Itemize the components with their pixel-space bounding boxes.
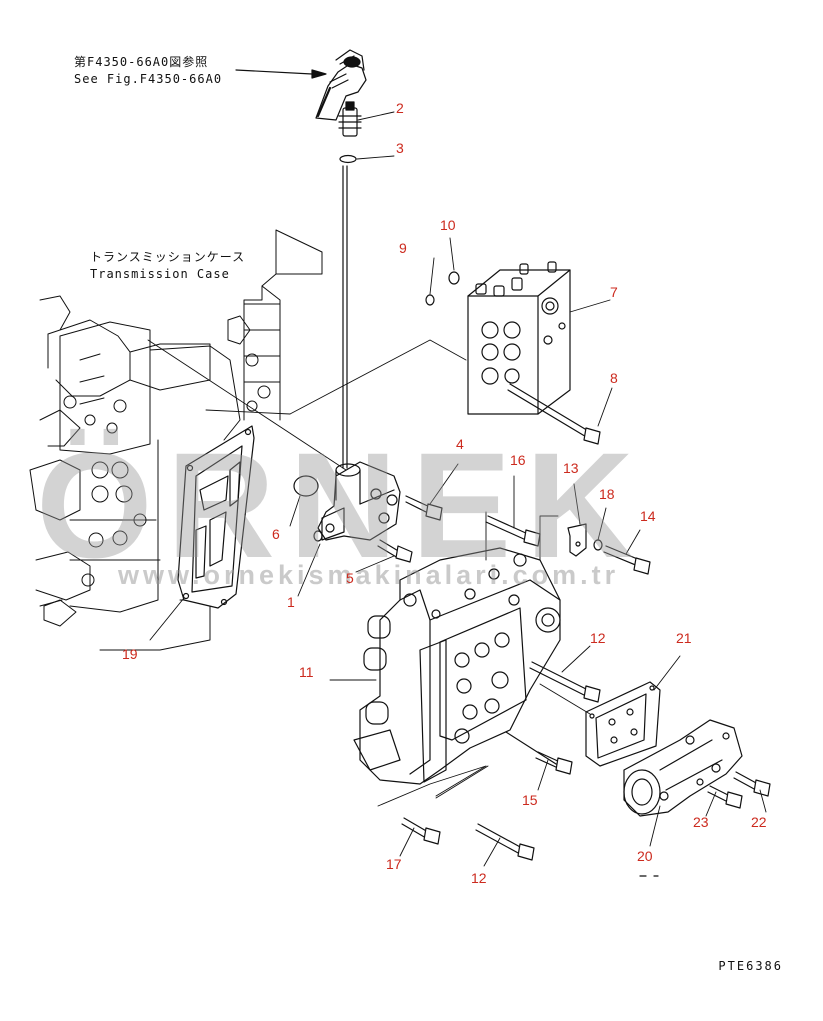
callout-15: 15 [522,792,538,808]
callout-11: 11 [299,664,314,680]
drawing-code: PTE6386 [718,959,783,973]
elbow-fitting [315,49,367,121]
case-label-jp: トランスミッションケース [90,250,246,264]
part-1-valve-body [313,461,401,542]
bolt-guide-lines [377,511,559,807]
reference-note-en: See Fig.F4350-66A0 [74,72,223,86]
callout-12-lower: 12 [471,870,487,886]
gasket-guide-line [539,683,591,715]
callout-13: 13 [563,460,579,476]
callout-1: 1 [287,594,295,610]
reference-note-jp: 第F4350-66A0図参照 [74,55,209,69]
case-label-en: Transmission Case [90,267,230,281]
callout-14: 14 [640,508,656,524]
part-8-bolt [507,383,601,445]
part-14-bolt [603,545,651,575]
callout-18: 18 [599,486,615,502]
watermark-brand: ÖRNEK [36,421,648,589]
callout-leaders [149,111,767,867]
callout-8: 8 [610,370,618,386]
part-11-control-valve [353,547,561,785]
part-16-bolt [485,515,541,547]
callout-9: 9 [399,240,407,256]
callout-17: 17 [386,856,402,872]
part-19-gasket [177,425,255,609]
part-12-bolt-lower [475,823,535,861]
callout-21: 21 [676,630,692,646]
transmission-case [29,229,323,651]
callout-22: 22 [751,814,767,830]
part-10-o-ring [448,271,460,285]
part-12-bolt-upper [529,661,601,703]
part-23-bolt [707,785,743,809]
callout-19: 19 [122,646,138,662]
callout-5: 5 [346,570,354,586]
part-6-o-ring [293,475,319,497]
reference-arrow [235,69,327,79]
part-4-bolt [405,495,443,521]
part-9-o-ring [425,294,435,306]
part-2-adapter [338,101,362,137]
part-15-bolt [505,731,573,775]
callout-2: 2 [396,100,404,116]
part-5-bolt [377,539,413,563]
callout-12-upper: 12 [590,630,606,646]
callout-16: 16 [510,452,526,468]
assembly-guide-lines [147,339,467,471]
callout-7: 7 [610,284,618,300]
tube-line [342,165,348,469]
watermark-url: www.ornekismakinalari.com.tr [118,560,620,590]
part-20-solenoid [623,719,743,817]
callout-20: 20 [637,848,653,864]
part-17-bolt [401,817,441,845]
part-3-o-ring [339,154,357,164]
part-21-gasket [585,681,661,767]
callout-3: 3 [396,140,404,156]
callout-6: 6 [272,526,280,542]
callout-23: 23 [693,814,709,830]
part-7-valve-block [467,261,571,415]
callout-4: 4 [456,436,464,452]
part-22-bolt [733,771,771,797]
part-13-bracket [567,523,587,557]
callout-10: 10 [440,217,456,233]
